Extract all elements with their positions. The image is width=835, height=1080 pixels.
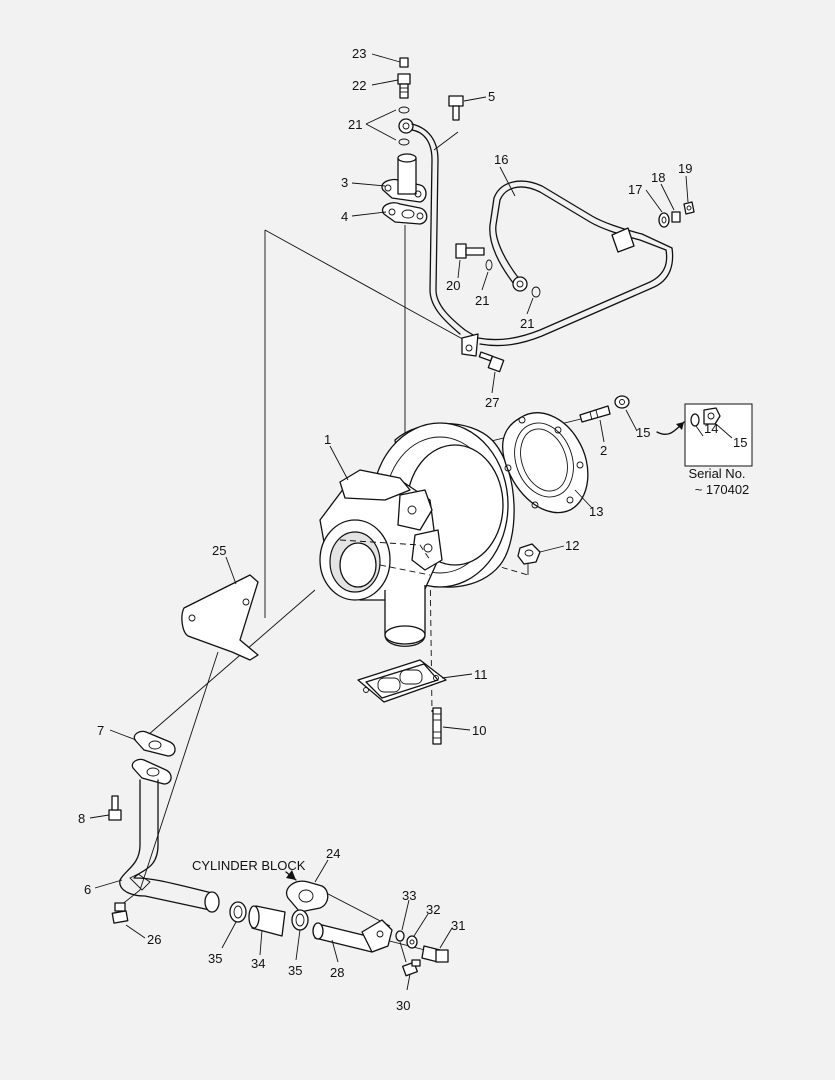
label-5: 5 <box>488 89 495 104</box>
serial-inset: Serial No. ~ 170402 <box>656 403 753 497</box>
label-2: 2 <box>600 443 607 458</box>
gasket-13 <box>502 412 589 514</box>
label-15-main: 15 <box>636 425 650 440</box>
label-8: 8 <box>78 811 85 826</box>
bolt-20 <box>455 243 541 298</box>
label-26: 26 <box>147 932 161 947</box>
label-21-right: 21 <box>520 316 534 331</box>
label-1: 1 <box>324 432 331 447</box>
leader-lines <box>89 53 689 991</box>
label-18: 18 <box>651 170 665 185</box>
label-19: 19 <box>678 161 692 176</box>
label-28: 28 <box>330 965 344 980</box>
cylinder-block-label: CYLINDER BLOCK <box>192 858 306 873</box>
fasteners-30-33 <box>395 930 449 977</box>
label-16: 16 <box>494 152 508 167</box>
return-pipe-6 <box>119 758 220 913</box>
label-6: 6 <box>84 882 91 897</box>
stud-2 <box>579 395 630 423</box>
turbocharger <box>319 422 515 647</box>
label-31: 31 <box>451 918 465 933</box>
label-4: 4 <box>341 209 348 224</box>
pipe-28 <box>312 919 393 953</box>
bolt-26 <box>111 902 129 924</box>
label-24: 24 <box>326 846 340 861</box>
label-13: 13 <box>589 504 603 519</box>
nut-12 <box>517 543 541 565</box>
fasteners-17-19 <box>658 201 695 228</box>
hose-clamp-35a <box>229 901 247 923</box>
label-35-left: 35 <box>208 951 222 966</box>
label-11: 11 <box>474 667 488 682</box>
oil-pipe-16 <box>477 180 674 347</box>
label-35-right: 35 <box>288 963 302 978</box>
oil-inlet-pipe <box>411 123 479 339</box>
gasket-24 <box>285 870 329 913</box>
label-27: 27 <box>485 395 499 410</box>
label-15-inset: 15 <box>733 435 747 450</box>
gasket-11 <box>357 659 447 703</box>
label-7: 7 <box>97 723 104 738</box>
hose-34 <box>248 905 286 937</box>
label-17: 17 <box>628 182 642 197</box>
stud-10 <box>432 707 442 745</box>
bracket-25 <box>181 574 259 661</box>
label-21-mid: 21 <box>475 293 489 308</box>
label-10: 10 <box>472 723 486 738</box>
label-20: 20 <box>446 278 460 293</box>
gasket-7 <box>133 730 176 757</box>
label-3: 3 <box>341 175 348 190</box>
label-22: 22 <box>352 78 366 93</box>
bolt-5 <box>448 95 464 121</box>
label-23: 23 <box>352 46 366 61</box>
label-21-top: 21 <box>348 117 362 132</box>
bolt-8 <box>108 795 122 821</box>
label-34: 34 <box>251 956 265 971</box>
label-30: 30 <box>396 998 410 1013</box>
label-33: 33 <box>402 888 416 903</box>
serial-no-value: ~ 170402 <box>695 482 750 497</box>
serial-no-label: Serial No. <box>688 466 745 481</box>
part-labels: 23 22 21 5 3 4 16 17 18 19 20 21 21 27 1… <box>78 46 747 1013</box>
pipe-bracket <box>461 333 505 373</box>
label-12: 12 <box>565 538 579 553</box>
label-25: 25 <box>212 543 226 558</box>
label-14: 14 <box>704 421 718 436</box>
hose-clamp-35b <box>291 909 309 931</box>
oil-inlet-parts <box>381 57 428 225</box>
label-32: 32 <box>426 902 440 917</box>
